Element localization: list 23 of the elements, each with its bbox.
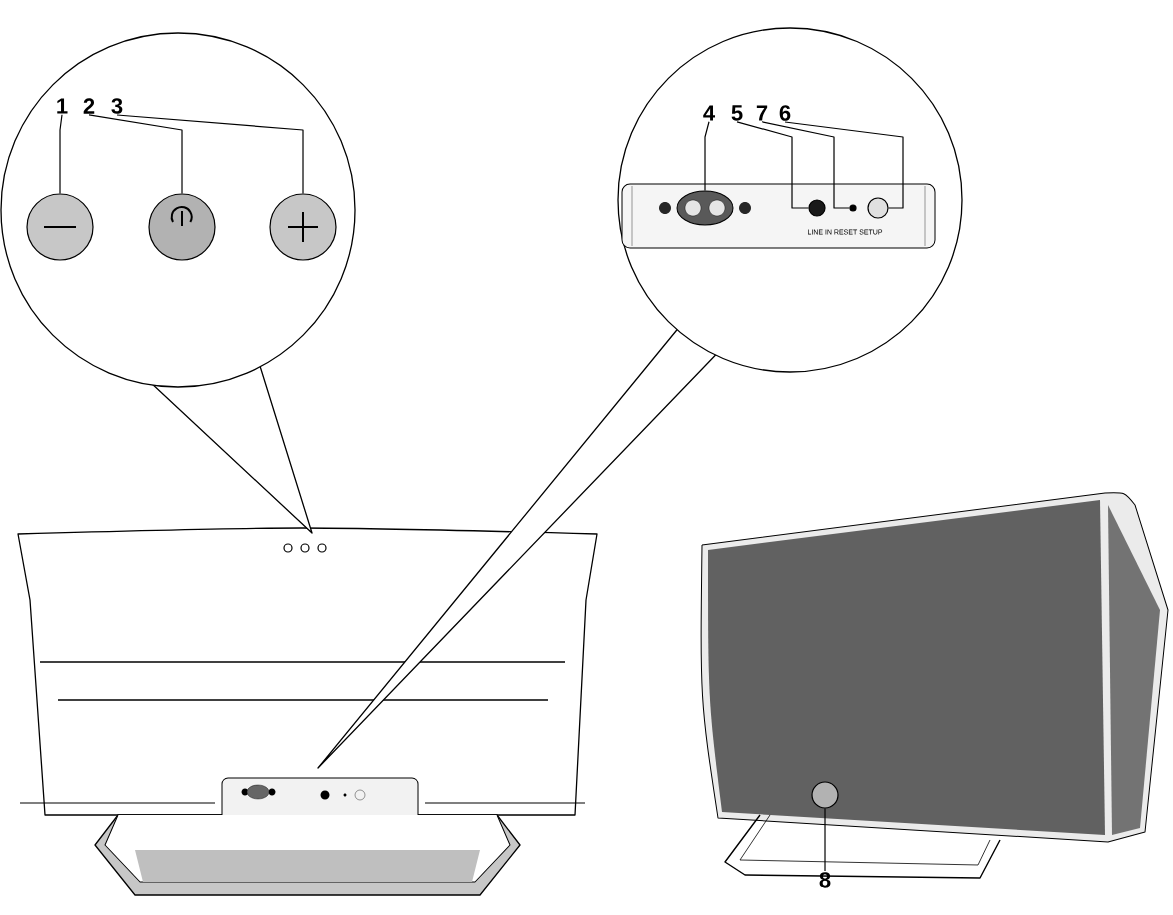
callout-number: 5	[731, 105, 743, 121]
line-in-jack	[808, 199, 826, 217]
leader-line	[116, 114, 304, 194]
setup-button	[867, 197, 889, 219]
minus-button	[26, 193, 94, 261]
callout-number: 2	[83, 98, 95, 114]
leader-line	[784, 121, 904, 209]
leader-line	[59, 114, 63, 194]
power-socket	[676, 190, 734, 226]
callout-number: 3	[111, 98, 123, 114]
callout-number: 6	[779, 105, 791, 121]
reset-hole	[849, 204, 857, 212]
leader-line	[704, 121, 710, 192]
light-sensor	[811, 781, 839, 809]
plus-button	[269, 193, 337, 261]
leader-line	[736, 121, 809, 209]
leader-line	[761, 121, 850, 209]
leader-line	[88, 114, 183, 194]
leader-line	[824, 808, 826, 872]
callout-number: 1	[57, 98, 68, 114]
callout-number: 4	[703, 105, 715, 121]
power-button	[148, 193, 216, 261]
callout-number: 7	[756, 105, 768, 121]
